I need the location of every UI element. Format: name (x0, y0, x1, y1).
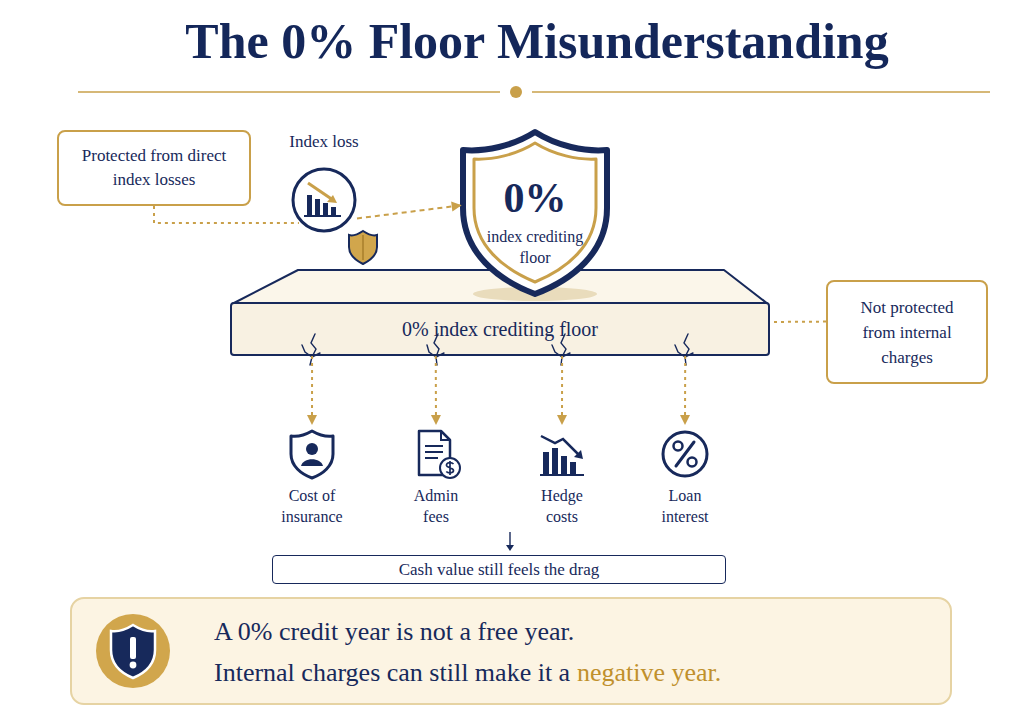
node-text: 0% index crediting floor (402, 316, 598, 342)
title-rule (532, 91, 990, 93)
connector-line (311, 356, 313, 425)
index-loss-icon (291, 167, 357, 233)
node-text: Internal charges can still make it a (214, 658, 570, 687)
text-line: Internal charges can still make it anega… (214, 652, 930, 693)
node-text: index crediting floor (477, 226, 593, 268)
title-rule-dot (510, 86, 522, 98)
charge-icon: Admin fees (400, 425, 472, 525)
arrow-head (557, 415, 567, 425)
callout-box: Not protected from internal charges (826, 280, 988, 384)
dotted-connector (770, 321, 826, 322)
takeaway-banner: A 0% credit year is not a free year. Inte… (70, 597, 952, 705)
node-text: A 0% credit year is not a free year. (214, 617, 574, 646)
connector-line (561, 356, 563, 425)
drag-arrow-head (506, 545, 514, 551)
connector-line (770, 321, 826, 323)
floor-slab: 0% index crediting floor (230, 302, 770, 356)
node-text: Cost of insurance (276, 485, 348, 527)
result-box: Cash value still feels the drag (272, 555, 726, 584)
connector-line (357, 205, 462, 218)
connector-line (154, 206, 299, 223)
dotted-connector (154, 206, 299, 223)
connector-line (684, 356, 686, 425)
node-text: Cash value still feels the drag (399, 559, 600, 581)
node-text: Admin fees (400, 485, 472, 527)
charge-icon: Loan interest (649, 425, 721, 525)
diagram-title: The 0% Floor Misunderstanding (25, 10, 1024, 72)
dotted-connector (431, 356, 441, 425)
hedge-chart-icon (536, 428, 588, 480)
title-rule (78, 91, 500, 93)
insurance-icon (286, 428, 338, 480)
floor-shield: 0%index crediting floor (457, 128, 613, 296)
node-text: Protected from direct index losses (59, 144, 249, 192)
text-holder: A 0% credit year is not a free year. Inte… (214, 611, 930, 693)
callout-box: Protected from direct index losses (57, 130, 251, 206)
text-line: A 0% credit year is not a free year. (214, 611, 930, 652)
dotted-connector (357, 202, 462, 219)
dotted-connector (307, 356, 317, 425)
dotted-connector (680, 356, 690, 425)
node-text: negative year. (577, 658, 721, 687)
connector-line (435, 356, 437, 425)
node-text: Loan interest (649, 485, 721, 527)
arrow-head (431, 415, 441, 425)
node-text: Not protected from internal charges (828, 295, 986, 370)
node-text: Index loss (251, 131, 397, 153)
charge-icon: Hedge costs (526, 425, 598, 525)
node-text: Hedge costs (526, 485, 598, 527)
interest-icon (659, 428, 711, 480)
drag-arrow (509, 532, 510, 548)
dotted-connector (557, 356, 567, 425)
arrow-head (451, 202, 462, 212)
arrow-head (307, 415, 317, 425)
document-fee-icon (410, 428, 462, 480)
arrow-head (680, 415, 690, 425)
charge-icon: Cost of insurance (276, 425, 348, 525)
node-text: 0% (457, 174, 613, 222)
index-loss-circle: Index loss (291, 167, 357, 233)
